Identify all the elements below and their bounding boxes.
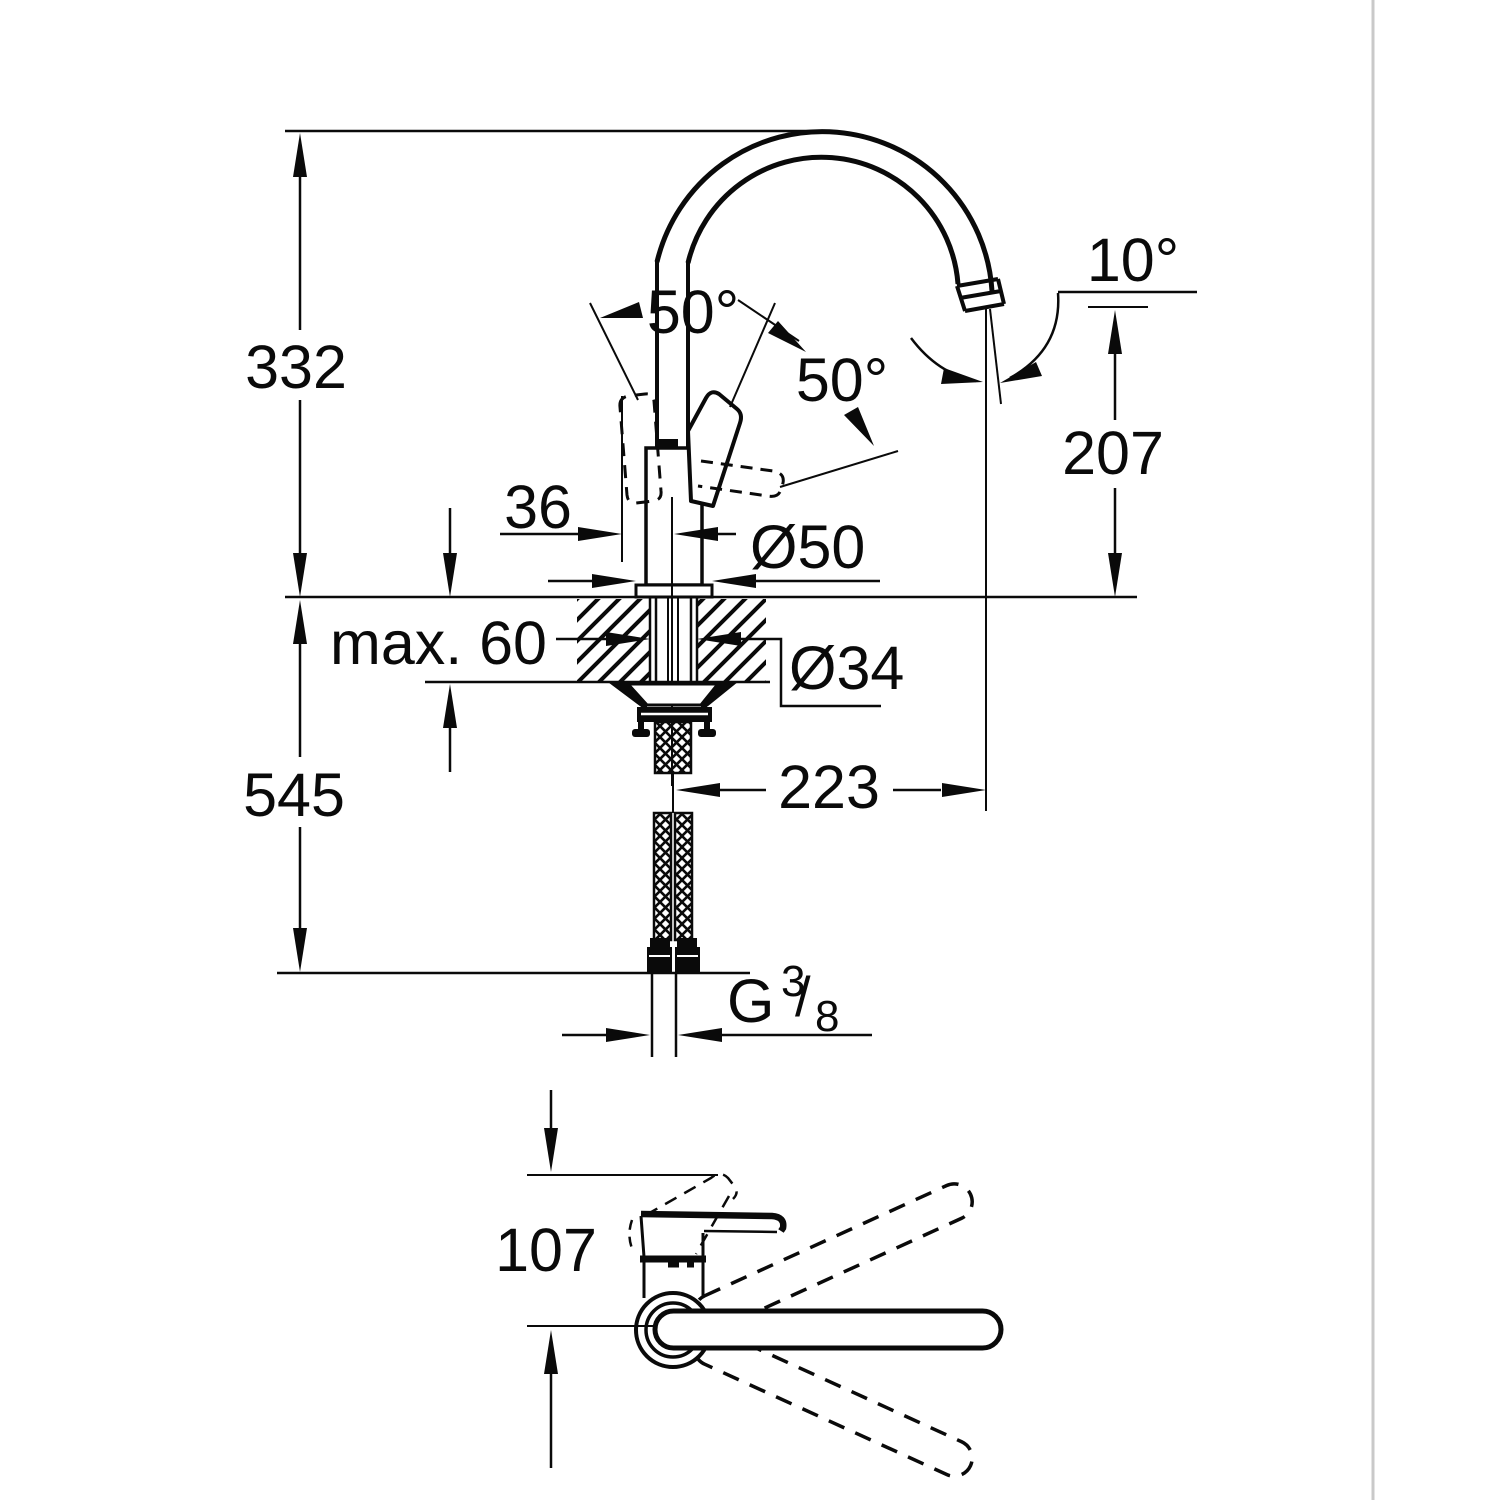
- arrowhead-right: [942, 783, 986, 797]
- braided-hose-left: [652, 811, 673, 942]
- faucet-body: [618, 390, 785, 786]
- arrowhead-up: [1108, 310, 1122, 354]
- spout-inner-arc: [685, 154, 961, 285]
- lever-raised-dashed: [618, 392, 663, 505]
- dim-207-label: 207: [1062, 419, 1164, 487]
- arrowhead-up: [544, 1330, 558, 1374]
- dimension-dia34: Ø34: [556, 632, 904, 708]
- arrowhead-left: [600, 302, 643, 318]
- thread-prefix-label: G: [727, 967, 774, 1035]
- arrowhead-left: [674, 527, 718, 541]
- front-view: 332 545: [243, 129, 1197, 1057]
- hose-fitting-left: [647, 947, 672, 973]
- arrowhead-down: [1108, 553, 1122, 597]
- dim-545-label: 545: [243, 761, 345, 829]
- dimension-332: 332: [245, 133, 347, 597]
- dimension-207: 207: [1062, 306, 1164, 597]
- dim-223-label: 223: [778, 753, 880, 821]
- spout: [654, 129, 1006, 448]
- dimension-36: 36: [500, 396, 736, 562]
- angle-10-label: 10°: [1087, 226, 1179, 294]
- thread-denominator-label: 8: [815, 992, 839, 1041]
- handle-grip-edge: [640, 1210, 787, 1233]
- spout-outlet: [955, 277, 1006, 313]
- braided-hose-right: [673, 811, 694, 942]
- dim-dia50-label: Ø50: [750, 513, 865, 581]
- arrowhead-right: [606, 1028, 650, 1042]
- handle-top-view: [628, 1172, 787, 1298]
- thread-slash-label: /: [795, 965, 811, 1028]
- thread-numerator-label: 3: [781, 957, 805, 1006]
- angle-50-swing-label: 50°: [796, 346, 888, 414]
- angle-50deg-swing: 50°: [779, 346, 899, 488]
- handle-hidden-edge: [628, 1219, 636, 1254]
- arrowhead: [1000, 362, 1042, 383]
- mounting-hardware: [608, 682, 738, 1057]
- dim-max60-label: max. 60: [330, 609, 547, 677]
- dimension-dia50: Ø50: [548, 513, 880, 588]
- hose-fitting-right: [675, 947, 700, 973]
- mounting-screw-left: [632, 729, 650, 737]
- dimension-223: 223: [676, 309, 987, 821]
- dimension-max60: max. 60: [330, 508, 547, 772]
- arrowhead: [844, 407, 874, 446]
- mounting-shank: [648, 597, 699, 682]
- extension-lines: [277, 129, 1137, 975]
- lever-closed-dashed: [697, 459, 785, 498]
- mounting-screw-right: [698, 729, 716, 737]
- swivel-arrowhead: [941, 368, 983, 384]
- spout-risers: [655, 260, 690, 448]
- arrowhead-left: [678, 1028, 722, 1042]
- arrowhead-up: [293, 133, 307, 177]
- spout-outer-arc: [654, 129, 995, 292]
- arrowhead-down: [544, 1128, 558, 1172]
- dim-dia34-label: Ø34: [789, 634, 904, 702]
- top-view: 107: [495, 1090, 1004, 1478]
- arrowhead-right: [768, 321, 806, 352]
- handle-raised-dashed: [645, 1172, 738, 1255]
- supply-pipes: [667, 597, 679, 682]
- braided-hose-upper: [653, 720, 693, 775]
- arrowhead-left: [697, 632, 741, 646]
- dimension-107: 107: [495, 1090, 718, 1468]
- arrowhead-right: [592, 574, 636, 588]
- escutcheon: [634, 583, 714, 599]
- arrowhead-up: [293, 600, 307, 644]
- outlet-axis-line: [989, 308, 1002, 405]
- arrowhead-left: [676, 783, 720, 797]
- angle-50-lift-label: 50°: [647, 278, 739, 346]
- spout-bar-top-view: [652, 1308, 1004, 1351]
- angle-50deg-lift: 50°: [589, 278, 806, 408]
- dimension-545: 545: [243, 600, 345, 972]
- arrowhead-left: [712, 574, 756, 588]
- angle-10deg: 10°: [910, 226, 1197, 405]
- dimension-g38: G 3 / 8: [562, 957, 872, 1042]
- arrowhead-down: [293, 928, 307, 972]
- arrowhead-down: [293, 553, 307, 597]
- arrowhead-up: [443, 684, 457, 728]
- cartridge-cap: [656, 439, 678, 448]
- connection-tails: [650, 973, 678, 1057]
- dim-107-label: 107: [495, 1216, 597, 1284]
- dim-332-label: 332: [245, 333, 347, 401]
- arrowhead-right: [606, 632, 650, 646]
- arrowhead-right: [578, 527, 622, 541]
- lever-handle: [686, 390, 743, 508]
- dim-36-label: 36: [504, 473, 572, 541]
- arrowhead-down: [443, 553, 457, 597]
